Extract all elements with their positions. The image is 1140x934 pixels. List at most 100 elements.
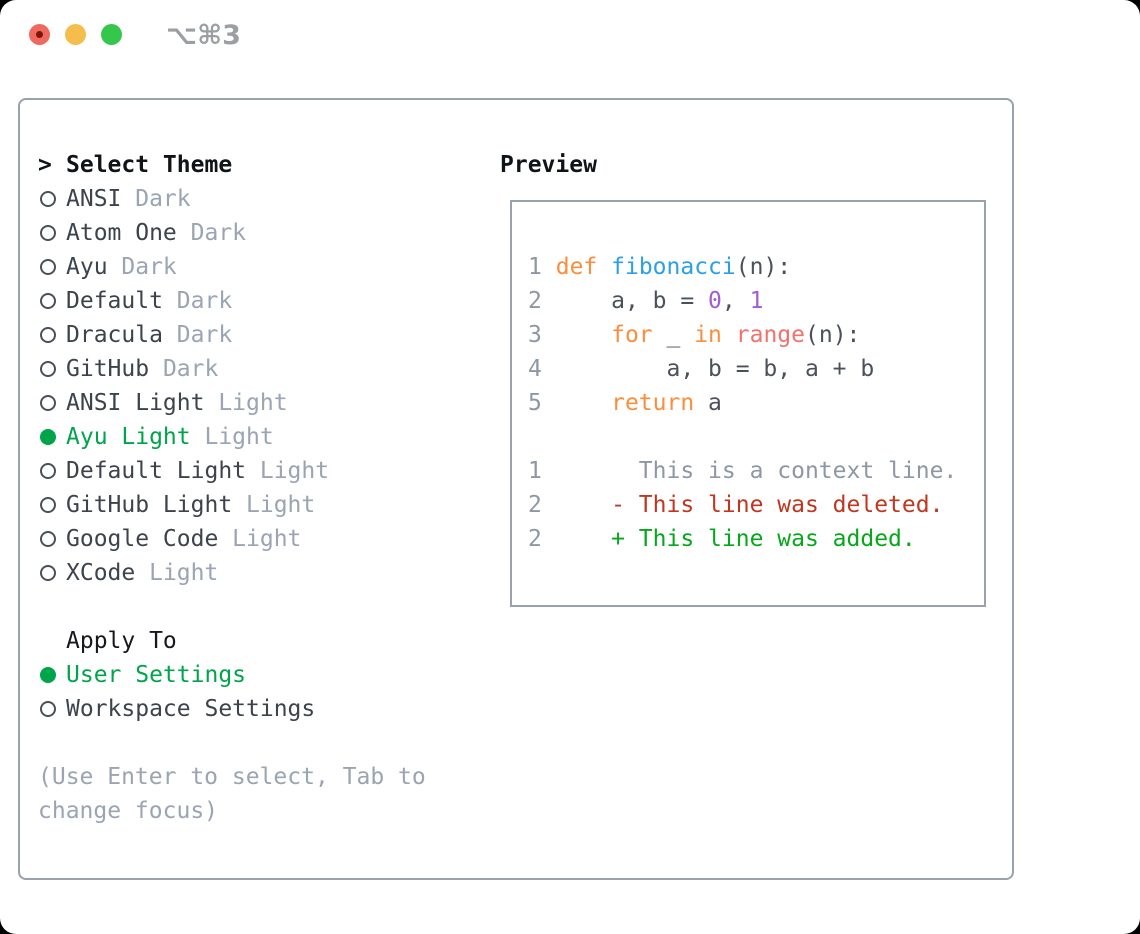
theme-variant: Dark — [190, 220, 247, 246]
code-token-plain: (n): — [805, 322, 861, 348]
theme-option-google-code-light[interactable]: Google Code Light — [38, 522, 426, 556]
code-token-num: 2 — [528, 526, 542, 552]
theme-variant: Light — [218, 390, 288, 416]
code-token-num: 4 — [528, 356, 542, 382]
theme-name: ANSI Light — [66, 390, 205, 416]
select-theme-title: Select Theme — [66, 152, 233, 178]
code-token-num: 1 — [528, 458, 542, 484]
code-line-5: 5 return a — [528, 386, 984, 420]
minimize-button[interactable] — [65, 24, 86, 45]
theme-variant: Dark — [176, 322, 233, 348]
theme-option-default-dark[interactable]: Default Dark — [38, 284, 426, 318]
theme-variant: Dark — [135, 186, 191, 212]
code-line-3: 3 for _ in range(n): — [528, 318, 984, 352]
code-token-kw: return — [611, 390, 695, 416]
radio-circle — [40, 497, 56, 513]
apply-to-indent — [38, 624, 66, 658]
apply-option-workspace-settings[interactable]: Workspace Settings — [38, 692, 426, 726]
radio-icon — [38, 386, 66, 420]
theme-option-ansi-dark[interactable]: ANSI Dark — [38, 182, 426, 216]
code-token-num: 2 — [528, 288, 542, 314]
code-token-plain: , — [721, 288, 750, 314]
focus-caret-icon: > — [38, 152, 52, 178]
radio-selected-icon — [38, 658, 66, 692]
theme-variant: Dark — [162, 356, 219, 382]
code-line-4: 4 a, b = b, a + b — [528, 352, 984, 386]
radio-selected-icon — [38, 420, 66, 454]
radio-circle — [40, 259, 56, 275]
code-token-plain: a — [694, 390, 722, 416]
theme-variant: Dark — [176, 288, 233, 314]
code-token-plain — [542, 526, 611, 552]
close-button[interactable] — [29, 24, 50, 45]
radio-icon — [38, 522, 66, 556]
radio-circle — [40, 667, 56, 683]
radio-circle — [40, 225, 56, 241]
spacer — [38, 726, 426, 760]
code-line-6 — [528, 420, 984, 454]
select-theme-header: > Select Theme — [38, 148, 426, 182]
theme-variant: Light — [149, 560, 219, 586]
theme-option-xcode-light[interactable]: XCode Light — [38, 556, 426, 590]
theme-option-ansi-light-light[interactable]: ANSI Light Light — [38, 386, 426, 420]
apply-to-title: Apply To — [66, 628, 177, 654]
theme-name: Ayu Light — [66, 424, 191, 450]
code-token-kw: for — [611, 322, 653, 348]
theme-name: XCode — [66, 560, 136, 586]
code-line-8: 2 - This line was deleted. — [528, 488, 984, 522]
theme-name: Default — [66, 288, 163, 314]
code-token-plain: a, b = — [541, 288, 709, 314]
code-token-plain: a, b = b, a + b — [541, 356, 875, 382]
window-titlebar: ⌥⌘3 — [0, 0, 1140, 72]
radio-circle — [40, 327, 56, 343]
theme-name: GitHub Light — [66, 492, 233, 518]
close-dot-icon — [36, 31, 43, 38]
code-token-plain — [722, 322, 736, 348]
apply-option-label: Workspace Settings — [66, 696, 316, 722]
radio-circle — [40, 293, 56, 309]
radio-circle — [40, 361, 56, 377]
apply-option-label: User Settings — [66, 662, 247, 688]
code-token-kw: def — [555, 254, 598, 280]
theme-option-ayu-dark[interactable]: Ayu Dark — [38, 250, 426, 284]
radio-icon — [38, 284, 66, 318]
code-token-add: + This line was added. — [611, 526, 916, 552]
code-token-plain — [542, 322, 611, 348]
radio-circle — [40, 191, 56, 207]
code-token-kw: in — [694, 322, 722, 348]
code-token-lit: 0 — [708, 288, 722, 314]
theme-name: ANSI — [66, 186, 122, 212]
theme-name: Ayu — [66, 254, 108, 280]
radio-circle — [40, 463, 56, 479]
apply-option-user-settings[interactable]: User Settings — [38, 658, 426, 692]
code-token-bi: range — [735, 322, 806, 348]
code-token-num: 3 — [528, 322, 542, 348]
code-token-num: 5 — [528, 390, 542, 416]
maximize-button[interactable] — [101, 24, 122, 45]
theme-name: Default Light — [66, 458, 247, 484]
radio-circle — [40, 565, 56, 581]
radio-circle — [40, 701, 56, 717]
radio-icon — [38, 556, 66, 590]
code-line-7: 1 This is a context line. — [528, 454, 984, 488]
theme-name: Google Code — [66, 526, 219, 552]
code-token-plain — [542, 492, 611, 518]
radio-icon — [38, 182, 66, 216]
theme-variant: Dark — [121, 254, 177, 280]
help-text-line: (Use Enter to select, Tab to — [38, 764, 426, 790]
theme-variant: Light — [232, 526, 302, 552]
code-token-plain: (n): — [735, 254, 792, 280]
